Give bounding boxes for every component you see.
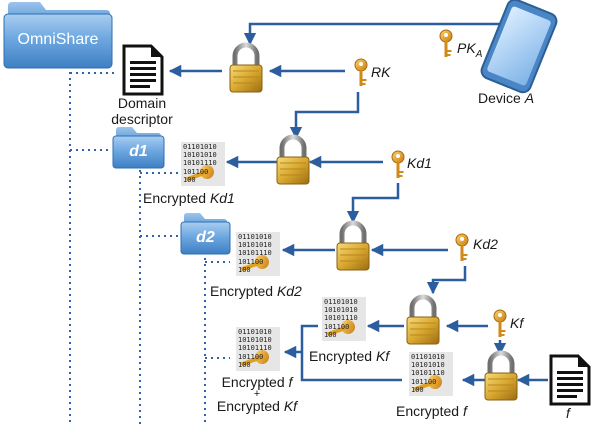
key-icon [354, 58, 368, 87]
binary-line: 01101010 [238, 233, 272, 241]
encrypted-f-prefix: Encrypted [396, 403, 463, 419]
binary-line: 100 [183, 175, 196, 184]
binary-text: 01101010 10101010 10101110 101100 100 [238, 328, 280, 369]
padlock-icon [407, 297, 439, 344]
padlock-icon [485, 353, 517, 400]
padlock-icon [337, 223, 369, 270]
encrypted-kf-name: Kf [375, 348, 390, 364]
domain-descriptor-document-icon [122, 44, 164, 96]
binary-line: 101100 [324, 322, 350, 331]
binary-line: 10101110 [183, 159, 217, 168]
device-label-prefix: Device [478, 90, 525, 106]
kf-key-label: Kf [510, 315, 524, 331]
omnishare-folder-icon [3, 2, 113, 69]
rk-key-label: RK [371, 64, 391, 80]
domain-descriptor-line1: Domain [117, 95, 167, 111]
key-icon [391, 150, 405, 179]
binary-line: 100 [238, 360, 251, 369]
binary-line: 01101010 [238, 328, 272, 336]
hierarchy-dotted-lines [69, 66, 230, 426]
binary-line: 101100 [238, 257, 264, 266]
binary-line: 101100 [183, 167, 209, 176]
binary-line: 01101010 [324, 298, 358, 306]
binary-line: 100 [411, 385, 424, 394]
key-icon [439, 29, 453, 58]
binary-text: 01101010 10101010 10101110 101100 100 [183, 143, 225, 184]
binary-line: 01101010 [411, 353, 445, 361]
binary-line: 100 [238, 265, 251, 274]
padlock-icon [230, 45, 262, 92]
key-icon [493, 309, 507, 338]
encrypted-kd1-prefix: Encrypted [143, 190, 210, 206]
padlock-icon [277, 137, 309, 184]
encrypted-kf-prefix: Encrypted [309, 348, 376, 364]
encrypted-kd1-name: Kd1 [209, 190, 235, 206]
folder-d2-icon [180, 213, 231, 255]
encrypted-kd2-name: Kd2 [276, 283, 302, 299]
binary-line: 10101010 [238, 241, 272, 250]
encrypted-kd2-label: Encrypted Kd2 [210, 283, 302, 299]
folder-d1-label: d1 [129, 143, 148, 160]
kd1-key-label: Kd1 [407, 155, 432, 171]
combo-line1-name: f [288, 374, 293, 390]
pk-a-main: PK [457, 40, 476, 56]
combo-line1-prefix: Encrypted [221, 374, 289, 390]
encrypted-f-name: f [462, 403, 467, 419]
root-folder-label: OmniShare [17, 31, 99, 48]
kd2-key-label: Kd2 [473, 236, 498, 252]
domain-descriptor-line2: descriptor [111, 111, 173, 127]
domain-descriptor-label: Domain descriptor [102, 95, 182, 127]
device-a-phone-icon [480, 0, 558, 94]
binary-line: 100 [324, 330, 337, 339]
pk-a-key-label: PKA [457, 40, 482, 60]
binary-line: 10101110 [238, 344, 272, 353]
folder-d2-label: d2 [196, 229, 215, 246]
file-f-document-icon [549, 354, 591, 406]
encrypted-kd1-label: Encrypted Kd1 [143, 190, 235, 206]
binary-line: 10101010 [324, 306, 358, 315]
device-label: Device A [478, 90, 534, 106]
key-icon [455, 233, 469, 262]
binary-line: 10101110 [411, 369, 445, 378]
encrypted-kf-label: Encrypted Kf [309, 348, 389, 364]
binary-line: 10101010 [411, 361, 445, 370]
combo-line3-prefix: Encrypted [216, 398, 284, 414]
binary-line: 01101010 [183, 143, 217, 151]
binary-line: 101100 [411, 377, 437, 386]
binary-text: 01101010 10101010 10101110 101100 100 [411, 353, 453, 394]
encrypted-combo-label: Encrypted f + Encrypted Kf [208, 375, 306, 413]
binary-line: 10101010 [238, 336, 272, 345]
pk-a-sub: A [475, 48, 483, 60]
encrypted-kd2-prefix: Encrypted [210, 283, 277, 299]
combo-plus: + [253, 388, 261, 400]
combo-line3-name: Kf [283, 398, 298, 414]
encryption-arrows [168, 22, 548, 387]
device-label-name: A [524, 90, 535, 106]
binary-line: 10101010 [183, 151, 217, 160]
binary-line: 10101110 [324, 314, 358, 323]
file-f-label: f [566, 405, 570, 421]
binary-line: 10101110 [238, 249, 272, 258]
folder-d1-icon [112, 127, 165, 169]
binary-line: 101100 [238, 352, 264, 361]
binary-text: 01101010 10101010 10101110 101100 100 [324, 298, 366, 339]
binary-text: 01101010 10101010 10101110 101100 100 [238, 233, 280, 274]
encrypted-f-label: Encrypted f [396, 403, 467, 419]
